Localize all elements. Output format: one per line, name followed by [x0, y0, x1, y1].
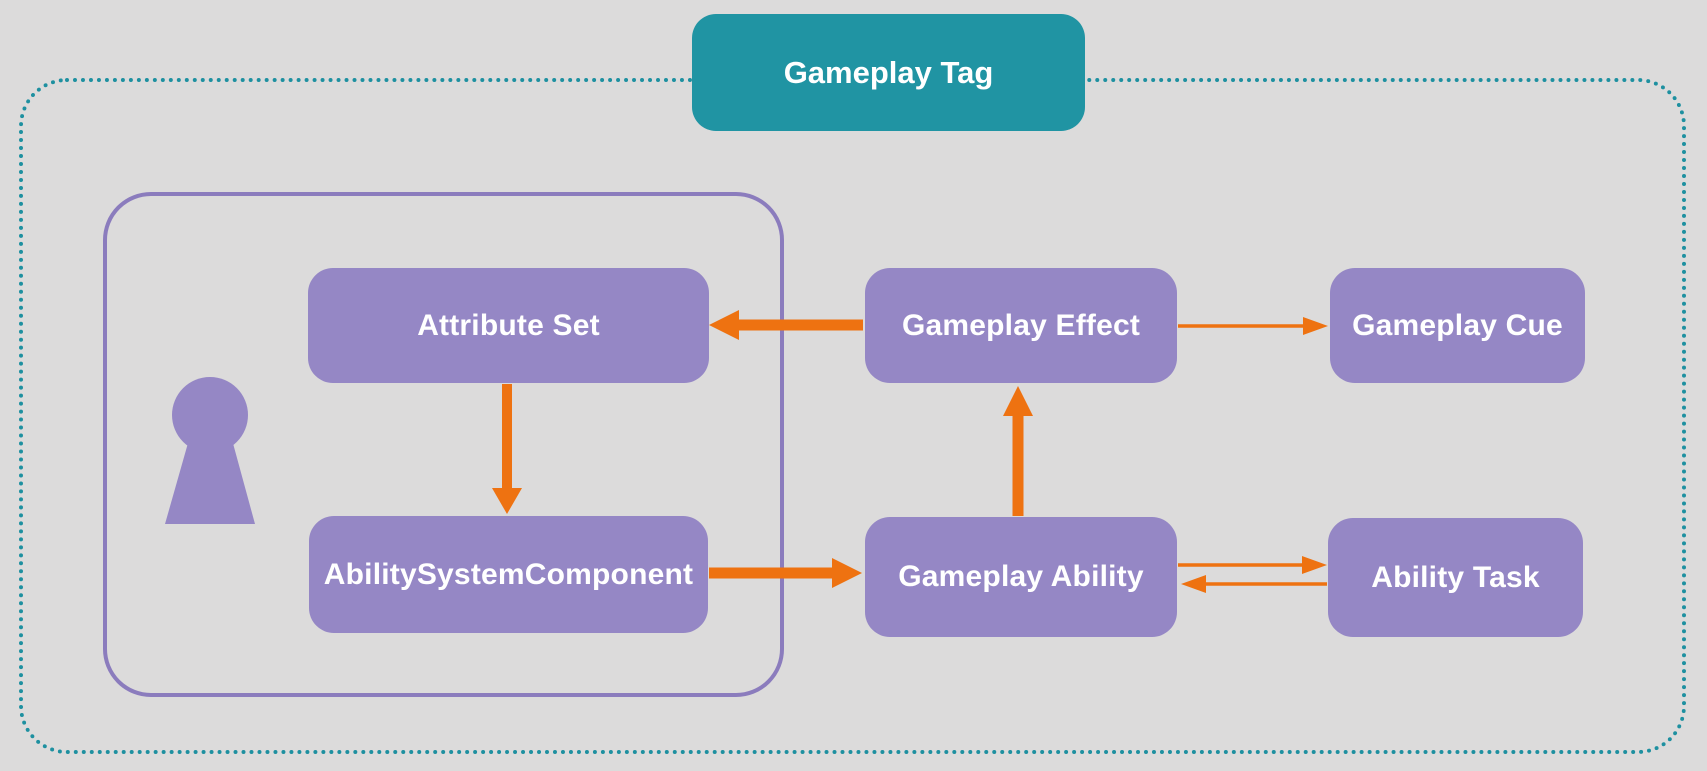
actor-container — [103, 192, 784, 697]
gameplay-ability-node: Gameplay Ability — [865, 517, 1177, 637]
gameplay-effect-node: Gameplay Effect — [865, 268, 1177, 383]
gameplay-tag-label: Gameplay Tag — [783, 54, 994, 90]
gameplay-ability-label: Gameplay Ability — [898, 560, 1144, 593]
ability-system-component-label: AbilitySystemComponent — [323, 557, 694, 591]
gameplay-cue-label: Gameplay Cue — [1352, 308, 1563, 342]
gameplay-effect-label: Gameplay Effect — [901, 308, 1141, 342]
gameplay-cue-node: Gameplay Cue — [1330, 268, 1585, 383]
attribute-set-node: Attribute Set — [308, 268, 709, 383]
ability-task-label: Ability Task — [1371, 560, 1540, 594]
ability-task-node: Ability Task — [1328, 518, 1583, 637]
gameplay-tag-node: Gameplay Tag — [692, 14, 1085, 131]
ability-system-component-node: AbilitySystemComponent — [309, 516, 708, 633]
attribute-set-label: Attribute Set — [417, 308, 600, 342]
